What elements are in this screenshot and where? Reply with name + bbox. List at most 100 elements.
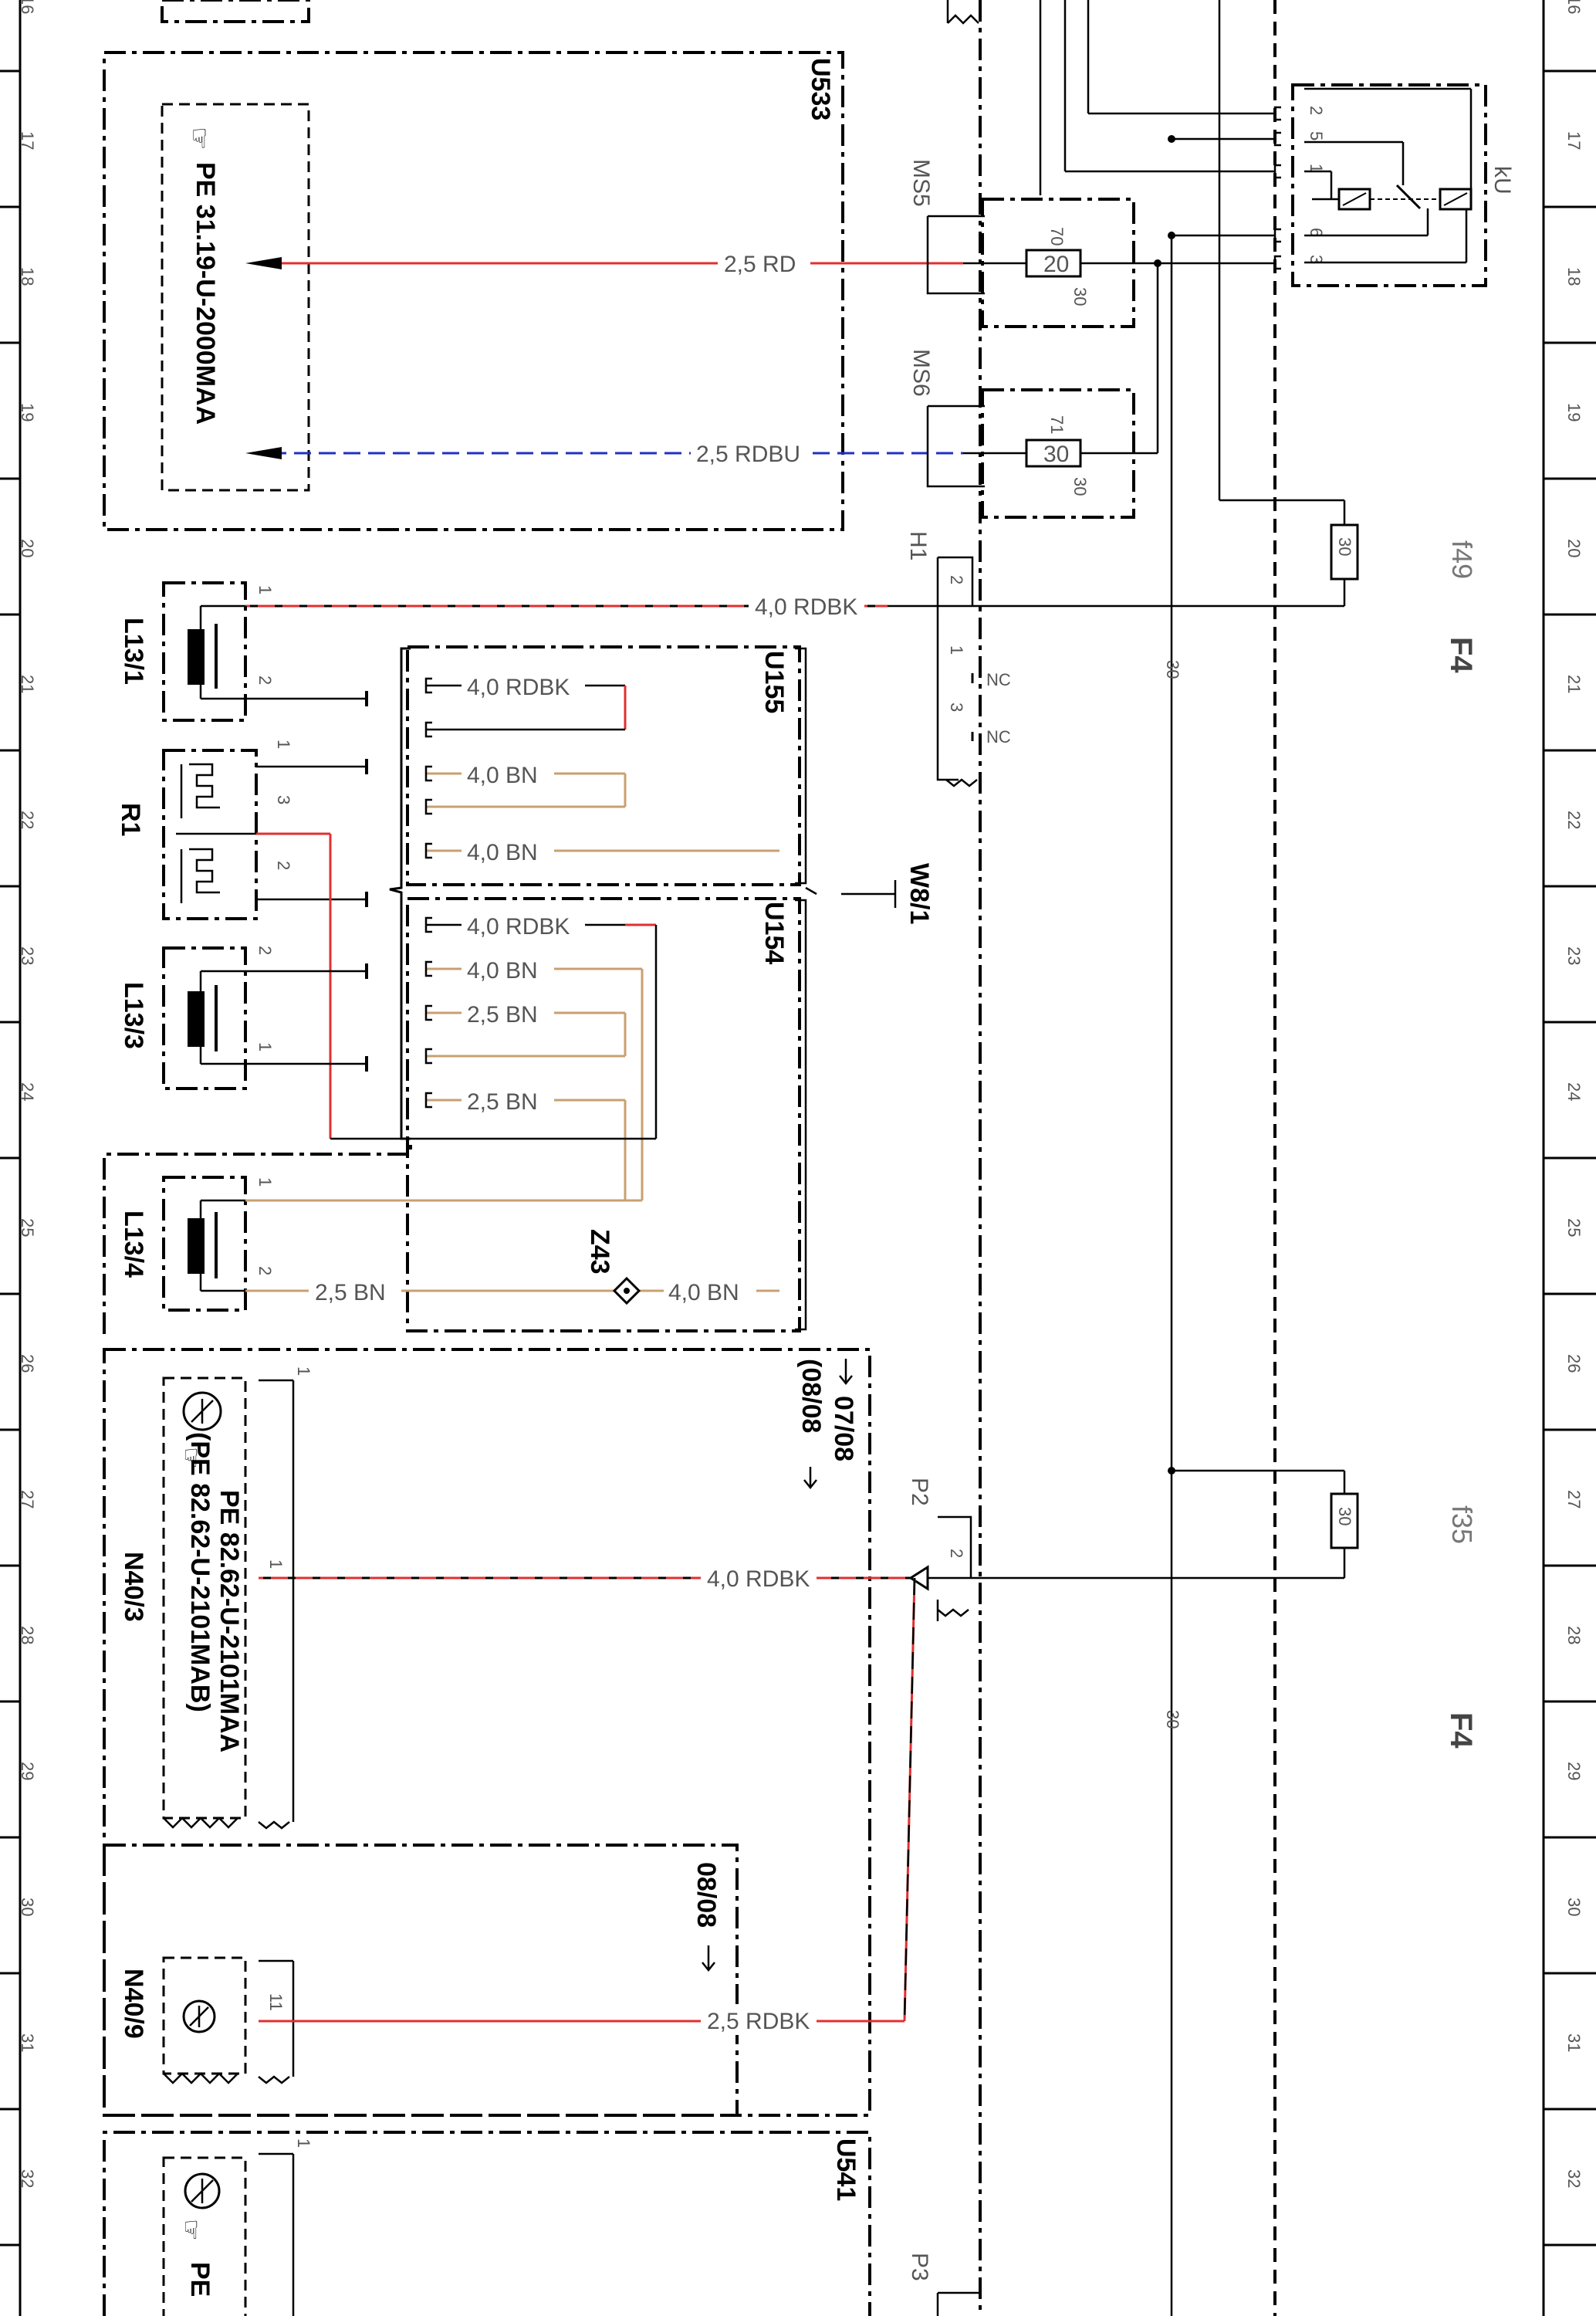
f49-rating: 30: [1335, 537, 1354, 556]
u155-wire-a: 4,0 RDBK: [467, 675, 570, 700]
h1-label: H1: [905, 531, 931, 560]
u541-hand-icon: ☞: [178, 2219, 205, 2241]
ruler-row-label: 31: [18, 2033, 37, 2052]
shield-w8-1: W8/1: [805, 863, 934, 924]
ruler-row-label: 21: [1564, 675, 1584, 693]
module-n40-9: N40/9 11 08/08: [103, 1844, 739, 2117]
ms5-pin-out: 30: [1070, 287, 1090, 306]
r1-label: R1: [116, 803, 145, 836]
cable-terminal: [424, 842, 432, 859]
bus-30-label-b: 30: [1163, 1710, 1182, 1729]
connector-p3: P3: [907, 2253, 980, 2316]
cable-terminal: [424, 1048, 432, 1065]
ruler-row-label: 28: [1564, 1626, 1584, 1644]
u533-hand-icon: ☞: [184, 127, 214, 150]
module-u533: U533 PE 31.19-U-2000MAA ☞: [103, 51, 844, 531]
wire-label-bg-rd: [718, 247, 810, 278]
module-n40-3: ☞ PE 82.62-U-2101MAA (PE 82.62-U-2101MAB…: [103, 1348, 871, 2117]
z43-label: Z43: [585, 1229, 614, 1275]
l13-4-pin-2: 2: [255, 1266, 275, 1275]
ruler-row-label: 25: [18, 1218, 37, 1237]
ruler-row-label: 16: [18, 0, 37, 14]
module-u541: U541 ☞ PE 1: [103, 2131, 871, 2316]
fuse-f35: 30 f35 F4: [1168, 1467, 1478, 1749]
n40-9-pin: 11: [266, 1993, 286, 2011]
n40-3-pin-top: 1: [294, 1366, 313, 1376]
n40-9-date: 08/08: [691, 1862, 721, 1928]
ms6-rating: 30: [1043, 442, 1069, 467]
connector-ms6: MS6 30 71 30: [908, 349, 1158, 519]
h1-pin-3: 3: [947, 703, 966, 712]
ruler-row-label: 27: [1564, 1490, 1584, 1508]
n40-3-date-b: (08/08: [796, 1359, 826, 1433]
ruler-row-label: 19: [18, 403, 37, 422]
f49-label: f49: [1446, 540, 1478, 579]
connector-h1: H1 2 1 3 NC NC: [905, 531, 1011, 787]
relay-ku-terminal: [1273, 228, 1281, 243]
u154-wire-d: 2,5 BN: [467, 1089, 538, 1115]
ms6-label: MS6: [908, 349, 934, 397]
ms5-label: MS5: [908, 159, 934, 207]
ruler-row-label: 26: [18, 1354, 37, 1373]
l13-3-pin-1: 1: [255, 1042, 275, 1051]
cable-terminal: [424, 960, 432, 977]
cable-terminal: [424, 677, 432, 694]
p3-label: P3: [907, 2253, 932, 2281]
h1-nc-b: NC: [986, 727, 1011, 747]
w8-1-label: W8/1: [905, 863, 934, 924]
u155-wire-c: 4,0 BN: [467, 840, 538, 865]
relay-ku-terminal: [1273, 255, 1281, 270]
n40-3-pe-b: (PE 82.62-U-2101MAB): [185, 1432, 215, 1712]
n40-9-wire-label: 2,5 RDBK: [707, 2009, 810, 2034]
ruler-row-label: 16: [1564, 0, 1584, 14]
r1-pin-3: 3: [274, 795, 293, 804]
cable-terminal: [424, 765, 432, 782]
ruler-row-label: 17: [1564, 131, 1584, 150]
module-u155: U155 4,0 RDBK 4,0 BN 4,0 BN: [389, 645, 807, 1140]
u541-pe: PE: [185, 2262, 215, 2297]
ruler-row-label: 17: [18, 131, 37, 150]
n40-3-date-a: 07/08: [829, 1396, 858, 1461]
junction-z43: Z43: [585, 1229, 641, 1305]
f35-group: F4: [1444, 1712, 1478, 1749]
ruler-row-label: 19: [1564, 403, 1584, 422]
ruler-row-label: 18: [1564, 267, 1584, 286]
z43-wire: 4,0 BN: [668, 1280, 739, 1305]
n40-9-label: N40/9: [119, 1969, 148, 2039]
l13-1-pin-1: 1: [255, 585, 275, 594]
ms6-pin-in: 71: [1047, 415, 1067, 434]
u154-wire-c: 2,5 BN: [467, 1002, 538, 1028]
ruler-row-label: 30: [18, 1898, 37, 1916]
wire-label-rd: 2,5 RD: [724, 252, 796, 277]
relay-ku-terminal: [1273, 106, 1281, 121]
u154-wire-b: 4,0 BN: [467, 958, 538, 984]
n40-3-pe-a: PE 82.62-U-2101MAA: [215, 1490, 244, 1752]
ruler-row-label: 20: [1564, 539, 1584, 557]
ruler-row-label: 32: [18, 2169, 37, 2188]
ms6-pin-out: 30: [1070, 477, 1090, 496]
ms5-rating: 20: [1043, 252, 1069, 277]
module-u154: U154 4,0 RDBK 4,0 BN 2,5 BN 2,5 BN: [406, 897, 807, 1332]
connector-p2: P2 2: [903, 1478, 1275, 2022]
ruler-row-label: 18: [18, 267, 37, 286]
l13-4-wire: 2,5 BN: [315, 1280, 386, 1305]
u533-label: U533: [806, 58, 835, 120]
fuse-f49: 30 f49 F4: [1275, 499, 1478, 673]
ruler-row-label: 23: [18, 946, 37, 965]
ruler-row-label: 22: [18, 811, 37, 829]
l13-4-pin-1: 1: [255, 1177, 275, 1187]
connector-ms5: MS5 20 70 30: [908, 159, 1158, 328]
ms5-pin-in: 70: [1047, 227, 1067, 245]
wire-label-h1-rdbk: 4,0 RDBK: [755, 594, 857, 620]
l13-4-label: L13/4: [119, 1210, 148, 1278]
n40-3-label: N40/3: [119, 1552, 148, 1622]
ruler-row-label: 31: [1564, 2033, 1584, 2052]
l13-3-pin-2: 2: [255, 946, 275, 955]
ruler-row-label: 27: [18, 1490, 37, 1508]
ruler-row-label: 29: [1564, 1762, 1584, 1780]
ruler-row-label: 32: [1564, 2169, 1584, 2188]
coil-l13-4: L13/4 1 2: [103, 1141, 412, 1334]
f49-group: F4: [1444, 637, 1478, 673]
